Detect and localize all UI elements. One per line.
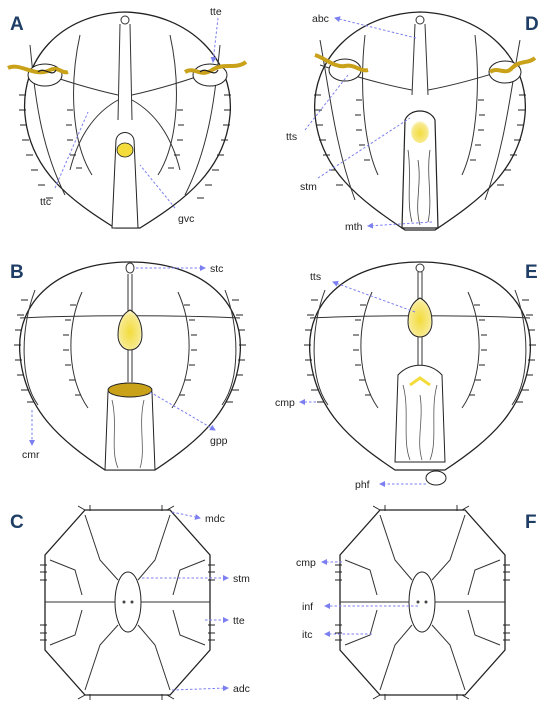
- panel-e-pharynx-yellow: [409, 376, 431, 387]
- apical-organ-d: [415, 15, 425, 25]
- panel-c-infundibulum-dot-right: [130, 600, 134, 604]
- apical-canal: [117, 23, 133, 121]
- label-mth-d: mth: [345, 221, 363, 233]
- panel-f: F cmp inf itc: [296, 505, 537, 700]
- panel-c-comb-plates: [40, 505, 215, 700]
- label-abc-d: abc: [312, 13, 329, 25]
- label-adc-c: adc: [233, 683, 250, 695]
- panel-d-tentacle-sheath-left: [314, 53, 369, 82]
- label-ttc-a: ttc: [40, 196, 51, 208]
- pointer-ttc-a: [54, 111, 89, 189]
- label-inf-f: inf: [302, 601, 313, 613]
- panel-a-comb-rows: [29, 34, 221, 196]
- pointer-mth-d: [367, 221, 433, 229]
- pointer-abc-d: [334, 16, 417, 39]
- apical-organ: [120, 15, 130, 25]
- panel-letter-e: E: [525, 262, 538, 283]
- label-tts-e: tts: [310, 271, 321, 283]
- label-stc-b: stc: [210, 263, 223, 275]
- panel-a-pharynx: [111, 132, 139, 229]
- panel-e-comb-plates: [304, 299, 536, 403]
- panel-letter-a: A: [10, 14, 24, 35]
- panel-e-pharynx: [394, 364, 446, 463]
- label-stm-c: stm: [233, 573, 250, 585]
- panel-e-pharynx-folds: [402, 384, 438, 461]
- panel-letter-c: C: [10, 512, 24, 533]
- panel-a-tentacle-sheath-left: [7, 63, 69, 87]
- panel-d-tentacle-sheath-right: [488, 56, 537, 84]
- pointer-tts-e: [332, 280, 416, 313]
- panel-letter-b: B: [10, 262, 24, 283]
- panel-b-comb-plates: [14, 299, 246, 403]
- panel-a-meridional-branches: [69, 99, 181, 171]
- panel-e-comb-rows: [313, 289, 527, 409]
- panel-c-mouth-ellipse: [114, 571, 142, 633]
- pointer-stm-d: [317, 117, 411, 179]
- label-phf-e: phf: [355, 479, 370, 491]
- panel-f-radial-canals: [379, 514, 466, 691]
- panel-b-comb-rows: [23, 289, 237, 409]
- panel-letter-f: F: [525, 512, 537, 533]
- label-tts-d: tts: [286, 131, 297, 143]
- panel-e-infundibular-canal: [417, 337, 423, 370]
- panel-a-comb-plates: [19, 94, 231, 199]
- panel-e: E tts cmp phf: [275, 261, 538, 491]
- label-tte-a: tte: [210, 6, 222, 18]
- panel-b-pharynx-folds: [111, 399, 145, 469]
- panel-f-infundibulum-dot-left: [416, 600, 420, 604]
- panel-c-meridional-canals: [49, 559, 206, 646]
- panel-b: B stc cmr gpp: [10, 261, 246, 471]
- panel-d-pharynx-folds: [407, 149, 431, 226]
- panel-a-gastrovascular-cavity: [116, 142, 134, 158]
- panel-f-mouth-ellipse: [408, 571, 436, 633]
- panel-f-comb-plates: [335, 505, 510, 700]
- pointer-mdc-c: [171, 511, 201, 520]
- label-cmr-b: cmr: [22, 449, 40, 461]
- panel-b-gastric-pouch: [107, 382, 153, 398]
- label-tte-c: tte: [233, 615, 245, 627]
- panel-c-infundibulum-dot-left: [122, 600, 126, 604]
- panel-a-tentacle-sheath-right: [183, 60, 248, 87]
- panel-letter-d: D: [525, 14, 539, 35]
- panel-b-statocyst: [125, 262, 135, 274]
- label-gvc-a: gvc: [178, 213, 194, 225]
- pointer-tte-a: [210, 17, 219, 63]
- pointer-gvc-a: [139, 164, 176, 209]
- panel-f-meridional-canals: [344, 559, 501, 646]
- label-itc-f: itc: [302, 629, 313, 641]
- panel-b-infundibular-canal: [127, 350, 133, 382]
- label-gpp-b: gpp: [210, 435, 228, 447]
- label-mdc-c: mdc: [205, 513, 225, 525]
- pointer-gpp-b: [149, 391, 216, 431]
- label-stm-d: stm: [300, 181, 317, 193]
- panel-c-radial-canals: [84, 514, 171, 691]
- panel-e-apical-organ: [415, 263, 425, 273]
- panel-d-stomach: [411, 121, 429, 143]
- panel-e-pharyngeal-fold: [425, 470, 447, 486]
- panel-d: D abc tts stm mth: [286, 11, 539, 233]
- panel-b-aboral-canal: [127, 274, 133, 315]
- panel-e-aboral-canal: [417, 272, 423, 302]
- panel-b-stomach: [117, 309, 143, 351]
- panel-d-comb-rows: [319, 34, 521, 201]
- panel-f-infundibulum-dot-right: [424, 600, 428, 604]
- panel-d-apical-canal: [411, 23, 429, 96]
- label-cmp-f: cmp: [296, 557, 316, 569]
- panel-d-comb-plates: [314, 94, 526, 186]
- label-cmp-e: cmp: [275, 397, 295, 409]
- panel-e-stomach: [407, 297, 433, 338]
- panel-c: C mdc stm tte adc: [10, 505, 250, 700]
- pointer-adc-c: [171, 685, 229, 692]
- panel-a: A tte ttc gvc: [7, 6, 248, 229]
- panel-d-pharynx: [401, 110, 439, 229]
